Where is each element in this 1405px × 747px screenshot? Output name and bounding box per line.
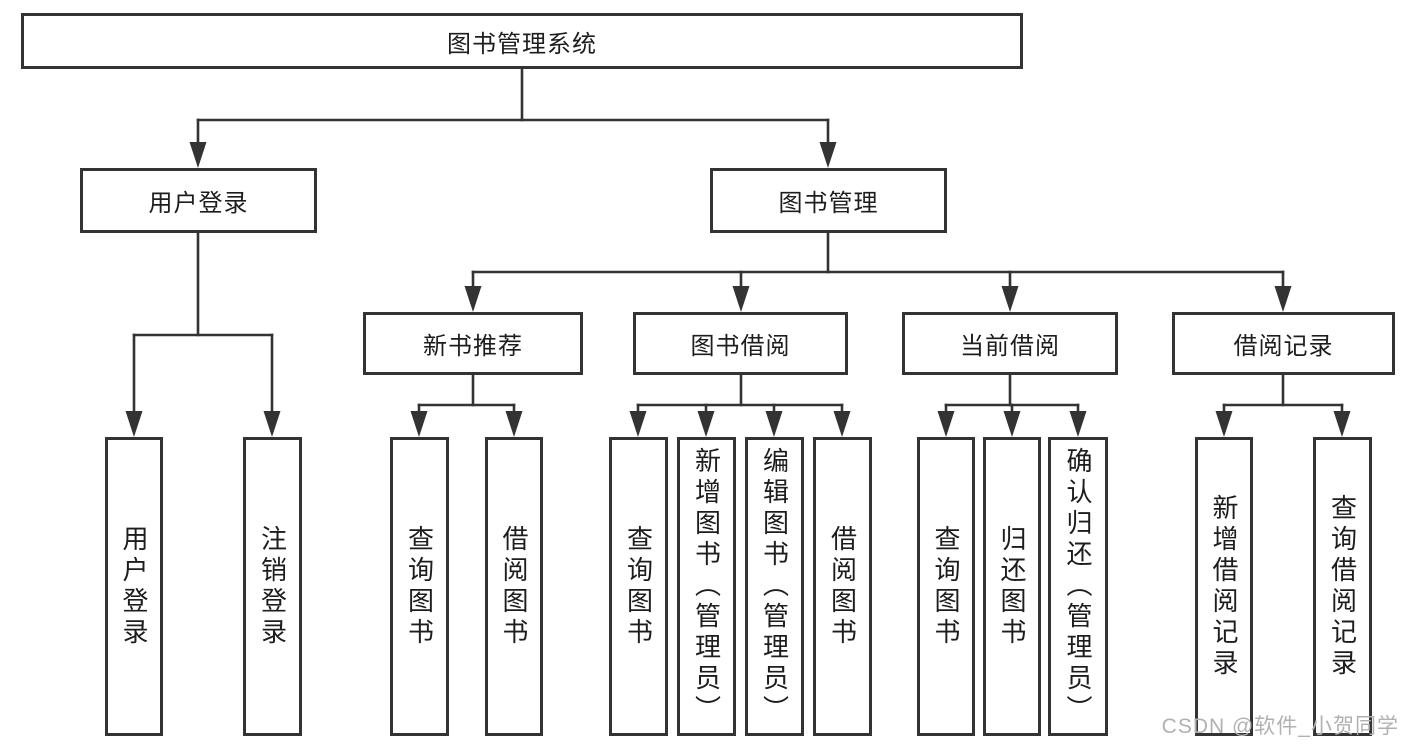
leaf-bb-borrow-books: 借阅图书	[813, 437, 872, 736]
node-root: 图书管理系统	[21, 13, 1023, 69]
leaf-cb-query-books: 查询图书	[917, 437, 975, 736]
arrowhead-group	[125, 142, 1351, 437]
leaf-br-add-record: 新增借阅记录	[1195, 437, 1253, 736]
leaf-bb-edit-books-admin: 编辑图书（管理员）	[745, 437, 804, 736]
leaf-nbr-borrow-books: 借阅图书	[485, 437, 543, 736]
leaf-bb-add-books-admin: 新增图书（管理员）	[677, 437, 736, 736]
node-new-book-rec: 新书推荐	[363, 312, 583, 375]
node-new-book-rec-label: 新书推荐	[423, 333, 523, 360]
leaf-cb-confirm-return-admin: 确认归还（管理员）	[1048, 437, 1108, 736]
leaf-cb-return-books: 归还图书	[983, 437, 1041, 736]
node-book-borrow: 图书借阅	[633, 312, 848, 375]
node-borrow-record: 借阅记录	[1172, 312, 1395, 375]
node-current-borrow: 当前借阅	[902, 312, 1118, 375]
node-user-login: 用户登录	[80, 168, 317, 233]
node-book-mgmt: 图书管理	[710, 168, 947, 233]
node-user-login-label: 用户登录	[148, 190, 249, 217]
leaf-logout: 注销登录	[243, 437, 302, 736]
node-borrow-record-label: 借阅记录	[1233, 333, 1334, 360]
leaf-user-login: 用户登录	[105, 437, 163, 736]
node-book-borrow-label: 图书借阅	[690, 333, 791, 360]
node-book-mgmt-label: 图书管理	[778, 190, 879, 217]
node-root-label: 图书管理系统	[447, 30, 597, 58]
leaf-br-query-record: 查询借阅记录	[1313, 437, 1372, 736]
csdn-watermark: CSDN @软件_小贺同学	[1161, 715, 1399, 738]
leaf-nbr-query-books: 查询图书	[390, 437, 449, 736]
leaf-bb-query-books: 查询图书	[609, 437, 668, 736]
node-current-borrow-label: 当前借阅	[960, 333, 1060, 360]
